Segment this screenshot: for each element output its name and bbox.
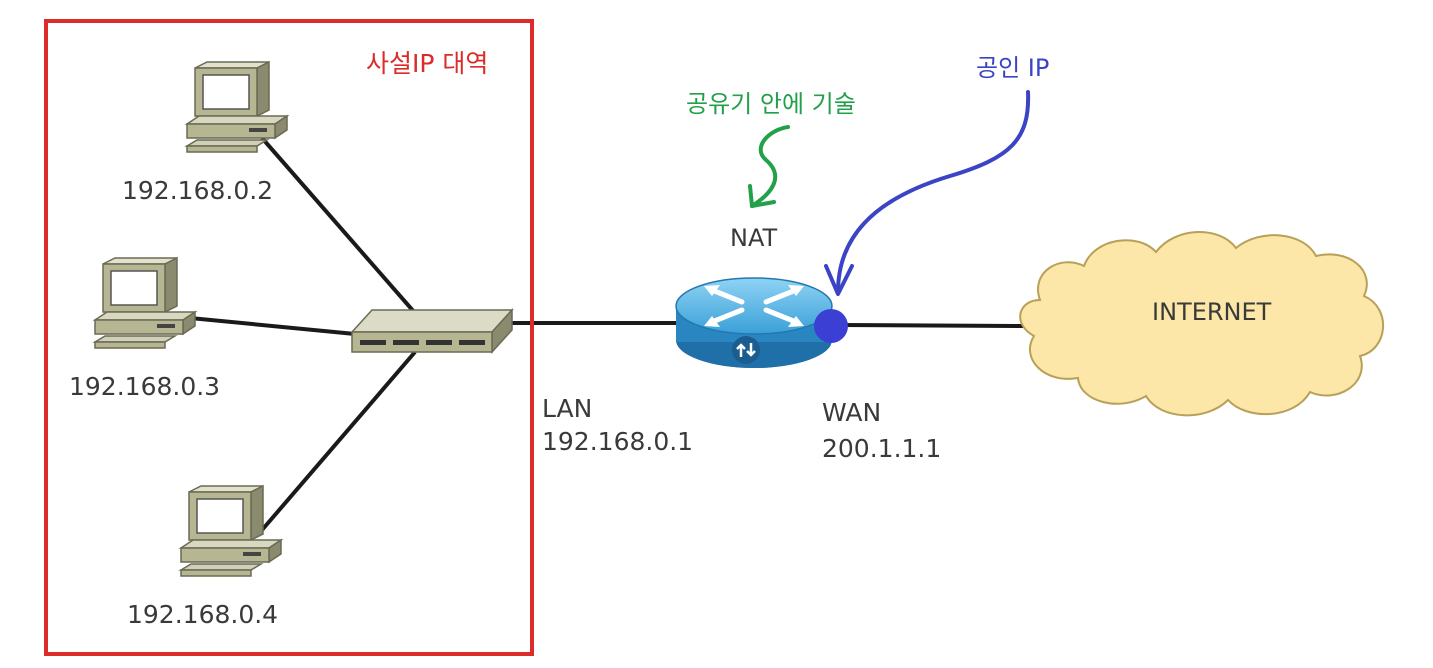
lan-ip-label: 192.168.0.1 — [542, 427, 694, 456]
pc-icon — [178, 484, 284, 577]
internet-cloud-icon — [1019, 231, 1385, 417]
nat-annotation-arrow — [748, 125, 790, 208]
private-range-label: 사설IP 대역 — [366, 49, 489, 78]
public-ip-label: 공인 IP — [976, 54, 1050, 82]
private-range-box — [44, 19, 534, 656]
link-router-internet — [839, 323, 1026, 328]
wan-label: WAN — [822, 398, 882, 427]
link-pc3-switch — [189, 316, 356, 336]
nat-label: NAT — [730, 224, 778, 252]
host-ip-label: 192.168.0.2 — [122, 176, 274, 205]
router-icon — [675, 277, 833, 368]
link-pc4-switch — [260, 350, 417, 532]
public-ip-annotation-arrow — [824, 90, 1031, 296]
nat-tech-label: 공유기 안에 기술 — [686, 90, 856, 118]
switch-icon — [350, 308, 514, 354]
lan-label: LAN — [542, 394, 593, 423]
wan-port-dot — [814, 309, 848, 343]
host-ip-label: 192.168.0.4 — [127, 600, 279, 629]
wan-ip-label: 200.1.1.1 — [822, 434, 942, 463]
host-ip-label: 192.168.0.3 — [69, 372, 221, 401]
pc-icon — [92, 256, 198, 349]
internet-label: INTERNET — [1152, 298, 1272, 326]
link-pc2-switch — [260, 136, 417, 315]
pc-icon — [184, 60, 290, 153]
